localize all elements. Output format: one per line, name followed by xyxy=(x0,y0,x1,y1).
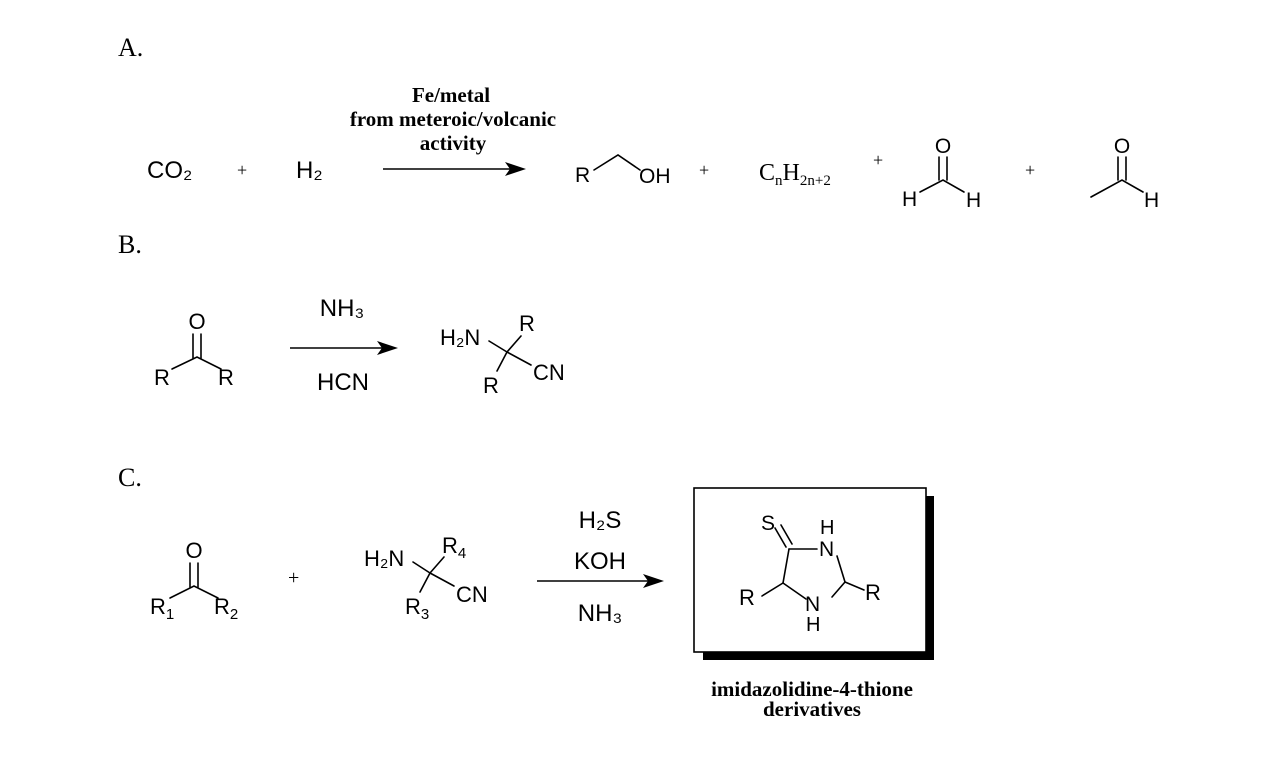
alcohol-structure: R OH xyxy=(575,154,671,188)
plus-sign: + xyxy=(237,160,247,180)
imidazolidine-thione-structure: S H N N H R R xyxy=(739,512,881,636)
ring-nitrogen-top: N xyxy=(819,538,834,561)
nitrile-group: CN xyxy=(533,360,565,385)
r4-subscript: 4 xyxy=(458,545,466,562)
ketone-r1-group: R1 xyxy=(150,594,174,623)
aminonitrile-structure: H₂N R R CN xyxy=(440,311,565,398)
panel-a-label: A. xyxy=(118,33,143,62)
formaldehyde-hydrogen-left: H xyxy=(902,188,917,211)
product-r-left: R xyxy=(739,585,755,610)
reagent-h2s: H₂S xyxy=(579,507,622,534)
aminonitrile-r-bottom: R xyxy=(483,373,499,398)
formaldehyde-structure: O H H xyxy=(902,135,981,212)
panel-b-label: B. xyxy=(118,230,142,259)
alkane-formula: CnH2n+2 xyxy=(759,160,831,189)
reagent-hcn: HCN xyxy=(317,369,369,396)
panel-b: B. O R R NH₃ HCN H₂N R R CN xyxy=(118,230,565,398)
alcohol-oh-group: OH xyxy=(639,165,671,188)
r3-subscript: 3 xyxy=(421,606,429,623)
r2-subscript: 2 xyxy=(230,606,238,623)
ketone-r2-group: R2 xyxy=(214,594,238,623)
r1-symbol: R xyxy=(150,594,166,619)
alkane-carbon-count: n xyxy=(775,173,783,189)
reagent-nh3: NH₃ xyxy=(578,600,622,627)
conditions-line-2: from meteroic/volcanic xyxy=(350,107,556,131)
ketone-r-left: R xyxy=(154,365,170,390)
ketone-oxygen: O xyxy=(188,309,205,334)
amino-group: H₂N xyxy=(364,546,404,571)
reagent-nh3: NH₃ xyxy=(320,295,364,322)
product-box: S H N N H R R xyxy=(693,487,934,660)
panel-c: C. O R1 R2 + H₂N R4 R3 CN xyxy=(118,463,934,721)
alkane-hydrogen-count: 2n+2 xyxy=(800,173,831,189)
acetaldehyde-structure: O H xyxy=(1090,135,1159,212)
r4-group: R4 xyxy=(442,533,466,562)
alcohol-r-group: R xyxy=(575,164,590,187)
thione-sulfur: S xyxy=(761,512,775,535)
plus-sign: + xyxy=(288,567,299,589)
r1-subscript: 1 xyxy=(166,606,174,623)
panel-c-label: C. xyxy=(118,463,142,492)
panel-a: A. CO₂ + H₂ Fe/metal from meteroic/volca… xyxy=(118,33,1159,212)
ketone-structure: O R R xyxy=(154,309,234,390)
co2-formula: CO₂ xyxy=(147,157,192,184)
aminonitrile-r-top: R xyxy=(519,311,535,336)
ketone-oxygen: O xyxy=(185,538,202,563)
h2-formula: H₂ xyxy=(296,157,323,184)
r3-symbol: R xyxy=(405,594,421,619)
conditions-line-1: Fe/metal xyxy=(412,83,490,107)
reaction-arrow-b xyxy=(290,341,398,355)
nitrile-group: CN xyxy=(456,582,488,607)
acetaldehyde-hydrogen: H xyxy=(1144,189,1159,212)
formaldehyde-hydrogen-right: H xyxy=(966,189,981,212)
reaction-arrow-a xyxy=(383,162,526,176)
aminonitrile-r3-r4-structure: H₂N R4 R3 CN xyxy=(364,533,488,623)
nh-top-hydrogen: H xyxy=(820,517,834,539)
product-caption-line-1: imidazolidine-4-thione xyxy=(711,677,913,701)
alkane-carbon: C xyxy=(759,160,775,186)
plus-sign: + xyxy=(699,160,709,180)
amino-group: H₂N xyxy=(440,325,480,350)
ketone-r-right: R xyxy=(218,365,234,390)
nh-bottom-hydrogen: H xyxy=(806,614,820,636)
reagent-koh: KOH xyxy=(574,548,626,575)
ketone-r1-r2-structure: O R1 R2 xyxy=(150,538,238,623)
ring-nitrogen-bottom: N xyxy=(805,593,820,616)
r4-symbol: R xyxy=(442,533,458,558)
product-r-right: R xyxy=(865,580,881,605)
alkane-hydrogen: H xyxy=(783,160,800,186)
r3-group: R3 xyxy=(405,594,429,623)
conditions-line-3: activity xyxy=(420,131,487,155)
r2-symbol: R xyxy=(214,594,230,619)
plus-sign: + xyxy=(873,150,883,170)
product-caption-line-2: derivatives xyxy=(763,697,861,721)
formaldehyde-oxygen: O xyxy=(935,135,951,158)
acetaldehyde-oxygen: O xyxy=(1114,135,1130,158)
reaction-arrow-c xyxy=(537,574,664,588)
plus-sign: + xyxy=(1025,160,1035,180)
product-box-frame xyxy=(693,487,927,653)
